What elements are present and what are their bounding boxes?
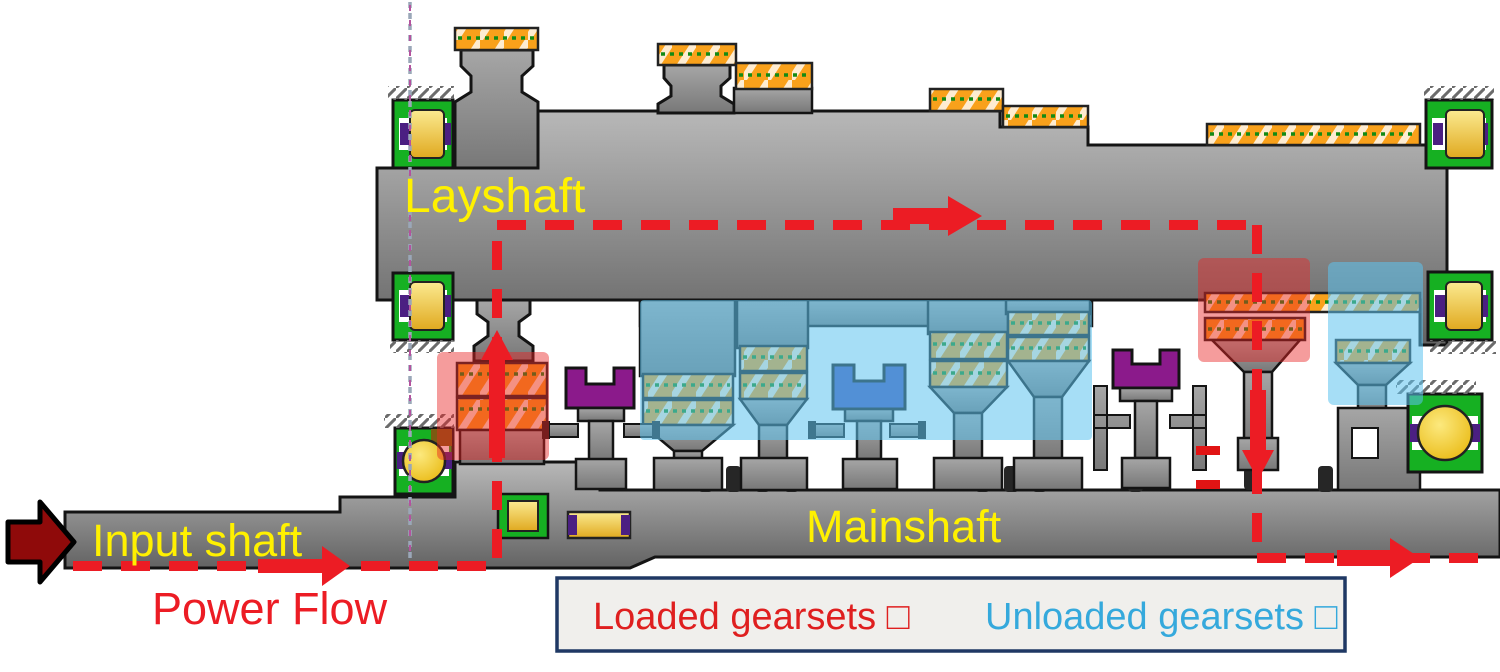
synchro-sleeve-1 — [542, 366, 660, 491]
power-flow-label: Power Flow — [152, 583, 388, 634]
bearing-mainshaft-right-ball — [1406, 392, 1484, 474]
mainshaft-label: Mainshaft — [806, 501, 1002, 552]
layshaft-gear-web-2 — [656, 63, 736, 115]
unloaded-gearset-highlight-right — [1328, 262, 1423, 405]
power-flow-arrow-up — [481, 330, 513, 458]
synchro-sleeve-3 — [1093, 348, 1207, 490]
bearing-layshaft-left-top — [391, 98, 455, 170]
legend-loaded-label: Loaded gearsets □ — [593, 596, 910, 638]
mainshaft-pilot-bearing — [566, 510, 632, 540]
unloaded-gearset-highlight-main — [640, 300, 1092, 440]
legend: Loaded gearsets □ Unloaded gearsets □ — [555, 576, 1347, 653]
legend-unloaded-label: Unloaded gearsets □ — [985, 596, 1338, 638]
diagram-labels: Layshaft Input shaft Mainshaft Power Flo… — [92, 170, 1002, 634]
bearing-input-shaft-ball — [393, 426, 455, 496]
power-flow-arrow-right-3 — [1337, 538, 1420, 578]
input-shaft-label: Input shaft — [92, 515, 303, 566]
bearing-layshaft-left-bottom — [391, 271, 455, 342]
layshaft-gear-web-1 — [453, 48, 540, 170]
layshaft-label: Layshaft — [404, 170, 585, 223]
power-flow — [5, 196, 1497, 586]
input-torque-arrow — [5, 499, 77, 585]
bearing-layshaft-right-top — [1424, 98, 1494, 170]
layshaft-shoulder-block — [732, 86, 814, 115]
power-flow-arrow-right-1 — [258, 546, 350, 586]
power-flow-arrow-down — [1242, 390, 1274, 480]
bearing-layshaft-right-mid — [1426, 270, 1494, 342]
layshaft-assembly — [375, 26, 1449, 347]
loaded-gearset-highlight-right — [1198, 258, 1310, 362]
power-flow-arrow-right-2 — [893, 196, 982, 236]
legend-box — [555, 576, 1347, 653]
mainshaft-roller-bearing-small — [496, 492, 550, 540]
